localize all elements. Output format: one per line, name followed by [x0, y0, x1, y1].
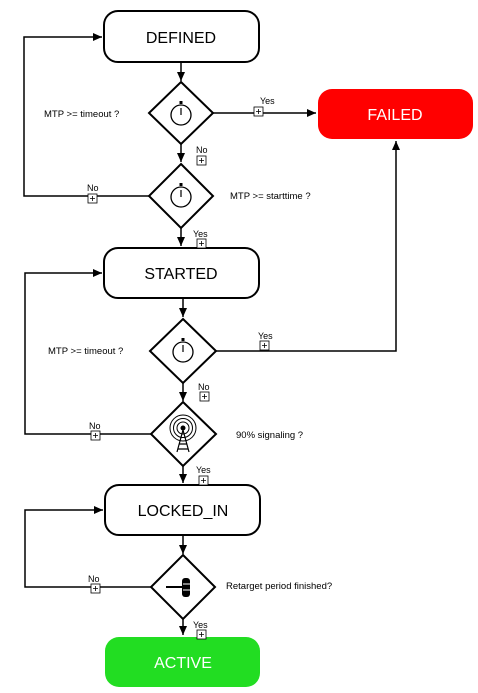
decision-d1-label: MTP >= timeout ?: [44, 109, 119, 120]
decision-d2-label: MTP >= starttime ?: [230, 191, 311, 202]
edge-label-d3-no: No: [198, 382, 210, 402]
edge-d2-no-defined: [23, 33, 149, 197]
yes-label: Yes: [260, 96, 275, 106]
no-label: No: [87, 183, 99, 193]
edge-label-d4-yes: Yes: [196, 465, 211, 486]
no-label: No: [198, 382, 210, 392]
edge-label-d5-yes: Yes: [193, 620, 208, 640]
decision-d3-label: MTP >= timeout ?: [48, 346, 123, 357]
edge-label-d1-no: No: [196, 145, 208, 166]
edge-label-d5-no: No: [88, 574, 101, 594]
no-label: No: [88, 574, 100, 584]
no-label: No: [196, 145, 208, 155]
edge-label-d2-no: No: [87, 183, 99, 204]
yes-label: Yes: [258, 331, 273, 341]
edge-d4-no-started: [24, 269, 151, 435]
no-label: No: [89, 421, 101, 431]
yes-label: Yes: [196, 465, 211, 475]
state-active: ACTIVE: [105, 637, 260, 687]
decision-d2: MTP >= starttime ?: [147, 162, 311, 230]
edge-d5-no-locked-in: [24, 506, 151, 588]
decision-d5-label: Retarget period finished?: [226, 581, 332, 592]
state-locked-in: LOCKED_IN: [104, 484, 261, 536]
state-failed: FAILED: [318, 89, 473, 139]
stopwatch-icon: [172, 338, 194, 363]
yes-label: Yes: [193, 620, 208, 630]
decision-d3: MTP >= timeout ?: [48, 317, 218, 385]
gavel-icon: [166, 578, 190, 597]
state-active-label: ACTIVE: [154, 655, 212, 672]
state-defined-box: [103, 10, 260, 63]
state-started-box: [103, 247, 260, 299]
edge-d3-yes-failed: [216, 141, 400, 352]
edge-label-d3-yes: Yes: [258, 331, 273, 351]
stopwatch-icon: [170, 183, 192, 208]
decision-d4: 90% signaling ?: [149, 400, 303, 468]
edge-label-d4-no: No: [89, 421, 101, 441]
state-started: STARTED: [103, 247, 260, 299]
state-locked-in-box: [104, 484, 261, 536]
yes-label: Yes: [193, 229, 208, 239]
state-failed-box: [318, 89, 473, 139]
edge-label-d1-yes: Yes: [253, 96, 275, 117]
state-started-label: STARTED: [144, 266, 217, 283]
state-defined: DEFINED: [103, 10, 260, 63]
edge-labels: Yes No No Yes Yes No: [87, 96, 275, 640]
state-locked-in-label: LOCKED_IN: [138, 503, 229, 520]
state-failed-label: FAILED: [367, 107, 422, 124]
connectors: [23, 33, 400, 635]
state-active-box: [105, 637, 260, 687]
state-defined-label: DEFINED: [146, 30, 216, 47]
decision-d4-label: 90% signaling ?: [236, 430, 303, 441]
signal-tower-icon: [169, 414, 197, 453]
stopwatch-icon: [170, 101, 192, 126]
decision-d5: Retarget period finished?: [149, 553, 332, 621]
decision-d1: MTP >= timeout ?: [44, 80, 215, 146]
edge-label-d2-yes: Yes: [193, 229, 208, 249]
